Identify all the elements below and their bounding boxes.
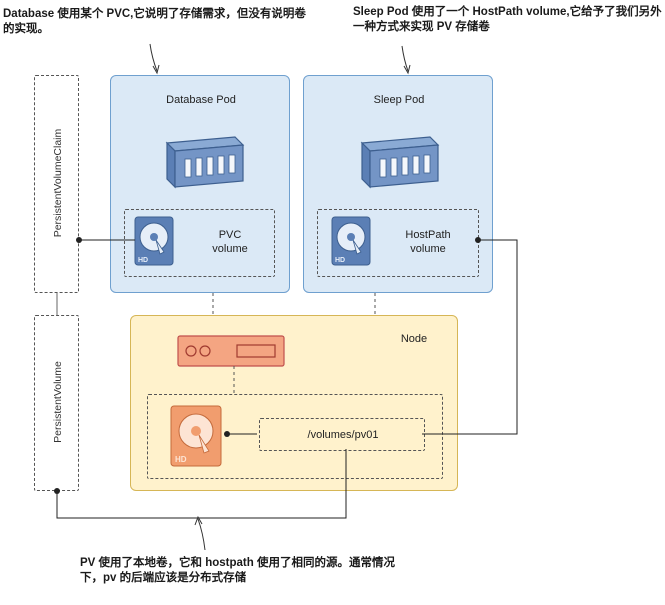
database-pod-title: Database Pod [166, 94, 236, 106]
arrow-sleep-annotation [401, 45, 409, 72]
dot [224, 431, 230, 437]
node-storage-box: HD /volumes/pv01 [147, 394, 443, 479]
pvc-volume-line2: volume [212, 243, 248, 255]
node-title: Node [400, 333, 428, 345]
hard-disk-icon: HD [331, 216, 371, 266]
hostpath-volume-box: HD HostPath volume [317, 209, 479, 277]
hostpath-volume-line2: volume [410, 243, 446, 255]
hard-disk-icon: HD [134, 216, 174, 266]
dot [475, 237, 481, 243]
annotation-database-pvc: Database 使用某个 PVC,它说明了存储需求，但没有说明卷的实现。 [3, 8, 306, 35]
arrowhead [152, 64, 160, 75]
line-pv-to-path [56, 449, 347, 519]
arrow-database-annotation [149, 43, 158, 72]
line-hostpath-to-path [422, 239, 518, 435]
pvc-volume-box: HD PVC volume [124, 209, 275, 277]
hostpath-volume-line1: HostPath [405, 229, 451, 241]
arrow-pv-annotation [197, 518, 206, 551]
hd-text: HD [175, 455, 187, 464]
container-icon [360, 136, 440, 189]
database-pod: Database Pod HD PVC volume [110, 75, 290, 293]
pvc-bar: PersistentVolumeClaim [34, 75, 79, 293]
arrowhead [403, 64, 411, 75]
hd-text: HD [138, 257, 148, 264]
container-icon [165, 136, 245, 189]
dot [54, 488, 60, 494]
path-label: /volumes/pv01 [307, 429, 379, 441]
node-box: Node HD /volumes/pv01 [130, 315, 458, 491]
dot [76, 237, 82, 243]
sleep-pod: Sleep Pod HD HostPath volume [303, 75, 493, 293]
annotation-sleep-hostpath: Sleep Pod 使用了一个 HostPath volume,它给予了我们另外… [353, 6, 662, 33]
arrowhead [194, 515, 203, 526]
hard-disk-icon: HD [170, 405, 222, 467]
server-icon [177, 335, 285, 367]
sleep-pod-title: Sleep Pod [373, 94, 425, 106]
hd-text: HD [335, 257, 345, 264]
pvc-volume-line1: PVC [218, 229, 242, 241]
annotation-pv-local: PV 使用了本地卷，它和 hostpath 使用了相同的源。通常情况下，pv 的… [80, 557, 395, 584]
